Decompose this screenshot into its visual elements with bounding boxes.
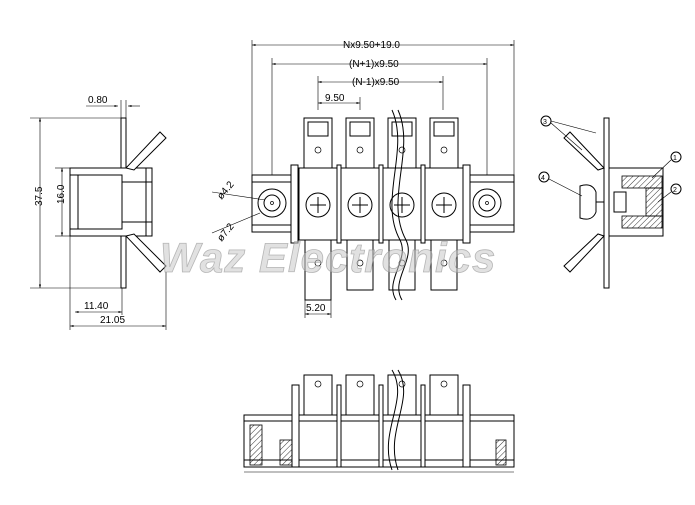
left-side-view: 0.80 37.5 16.0 11.40 21.05 xyxy=(30,95,167,330)
callout-3: 3 xyxy=(543,119,547,126)
terminal-4 xyxy=(424,117,464,291)
callout-4: 4 xyxy=(541,175,545,182)
dim-pitch: 9.50 xyxy=(325,93,345,104)
dim-n-plus-one: (N+1)x9.50 xyxy=(349,59,399,70)
dim-side-total: 21.05 xyxy=(100,315,125,326)
terminal-2 xyxy=(340,117,380,291)
dim-side-inner: 16.0 xyxy=(56,184,67,204)
watermark: Waz Electronics xyxy=(160,234,496,281)
dim-side-top: 0.80 xyxy=(88,95,108,106)
dim-side-depth: 11.40 xyxy=(84,301,109,312)
bottom-view xyxy=(243,369,515,473)
dim-n-minus-one: (N-1)x9.50 xyxy=(352,77,400,88)
dim-total-width: Nx9.50+19.0 xyxy=(343,40,400,51)
front-view: Nx9.50+19.0 (N+1)x9.50 (N-1)x9.50 9.50 ø… xyxy=(211,40,515,318)
terminal-1 xyxy=(298,117,338,301)
callout-2: 2 xyxy=(673,187,677,194)
dim-tab-width: 5.20 xyxy=(306,303,326,314)
dim-hole-dia: ø4.2 xyxy=(215,179,237,202)
right-side-view: 3 1 2 4 xyxy=(538,115,682,289)
terminal-3 xyxy=(382,117,422,291)
callout-1: 1 xyxy=(673,155,677,162)
dim-side-height: 37.5 xyxy=(34,186,45,206)
